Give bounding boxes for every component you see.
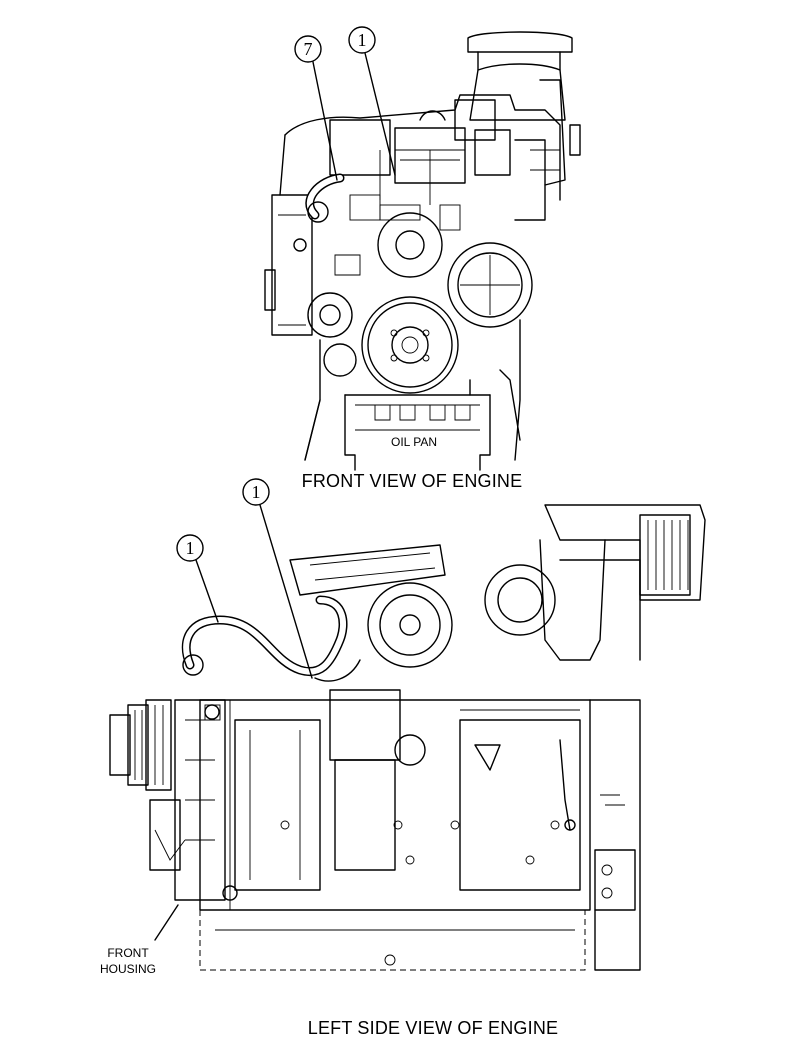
callout-number: 1	[186, 538, 195, 558]
callout-side-1-right: 1	[242, 478, 313, 679]
side-view-drawing	[109, 504, 706, 971]
side-view-caption: LEFT SIDE VIEW OF ENGINE	[308, 1018, 559, 1038]
front-view-drawing	[264, 31, 581, 471]
front-view-caption: FRONT VIEW OF ENGINE	[302, 471, 523, 491]
front-housing-leader	[154, 904, 179, 941]
callout-number: 1	[252, 482, 261, 502]
callout-number: 1	[358, 30, 367, 50]
callout-front-1: 1	[348, 26, 396, 176]
front-housing-label-line2: HOUSING	[100, 962, 156, 976]
callout-number: 7	[304, 39, 313, 59]
side-view-hoses	[181, 595, 361, 682]
front-housing-label-line1: FRONT	[107, 946, 149, 960]
callout-side-1-left: 1	[176, 534, 219, 623]
oil-pan-label: OIL PAN	[391, 435, 437, 449]
callout-front-7: 7	[294, 35, 338, 181]
